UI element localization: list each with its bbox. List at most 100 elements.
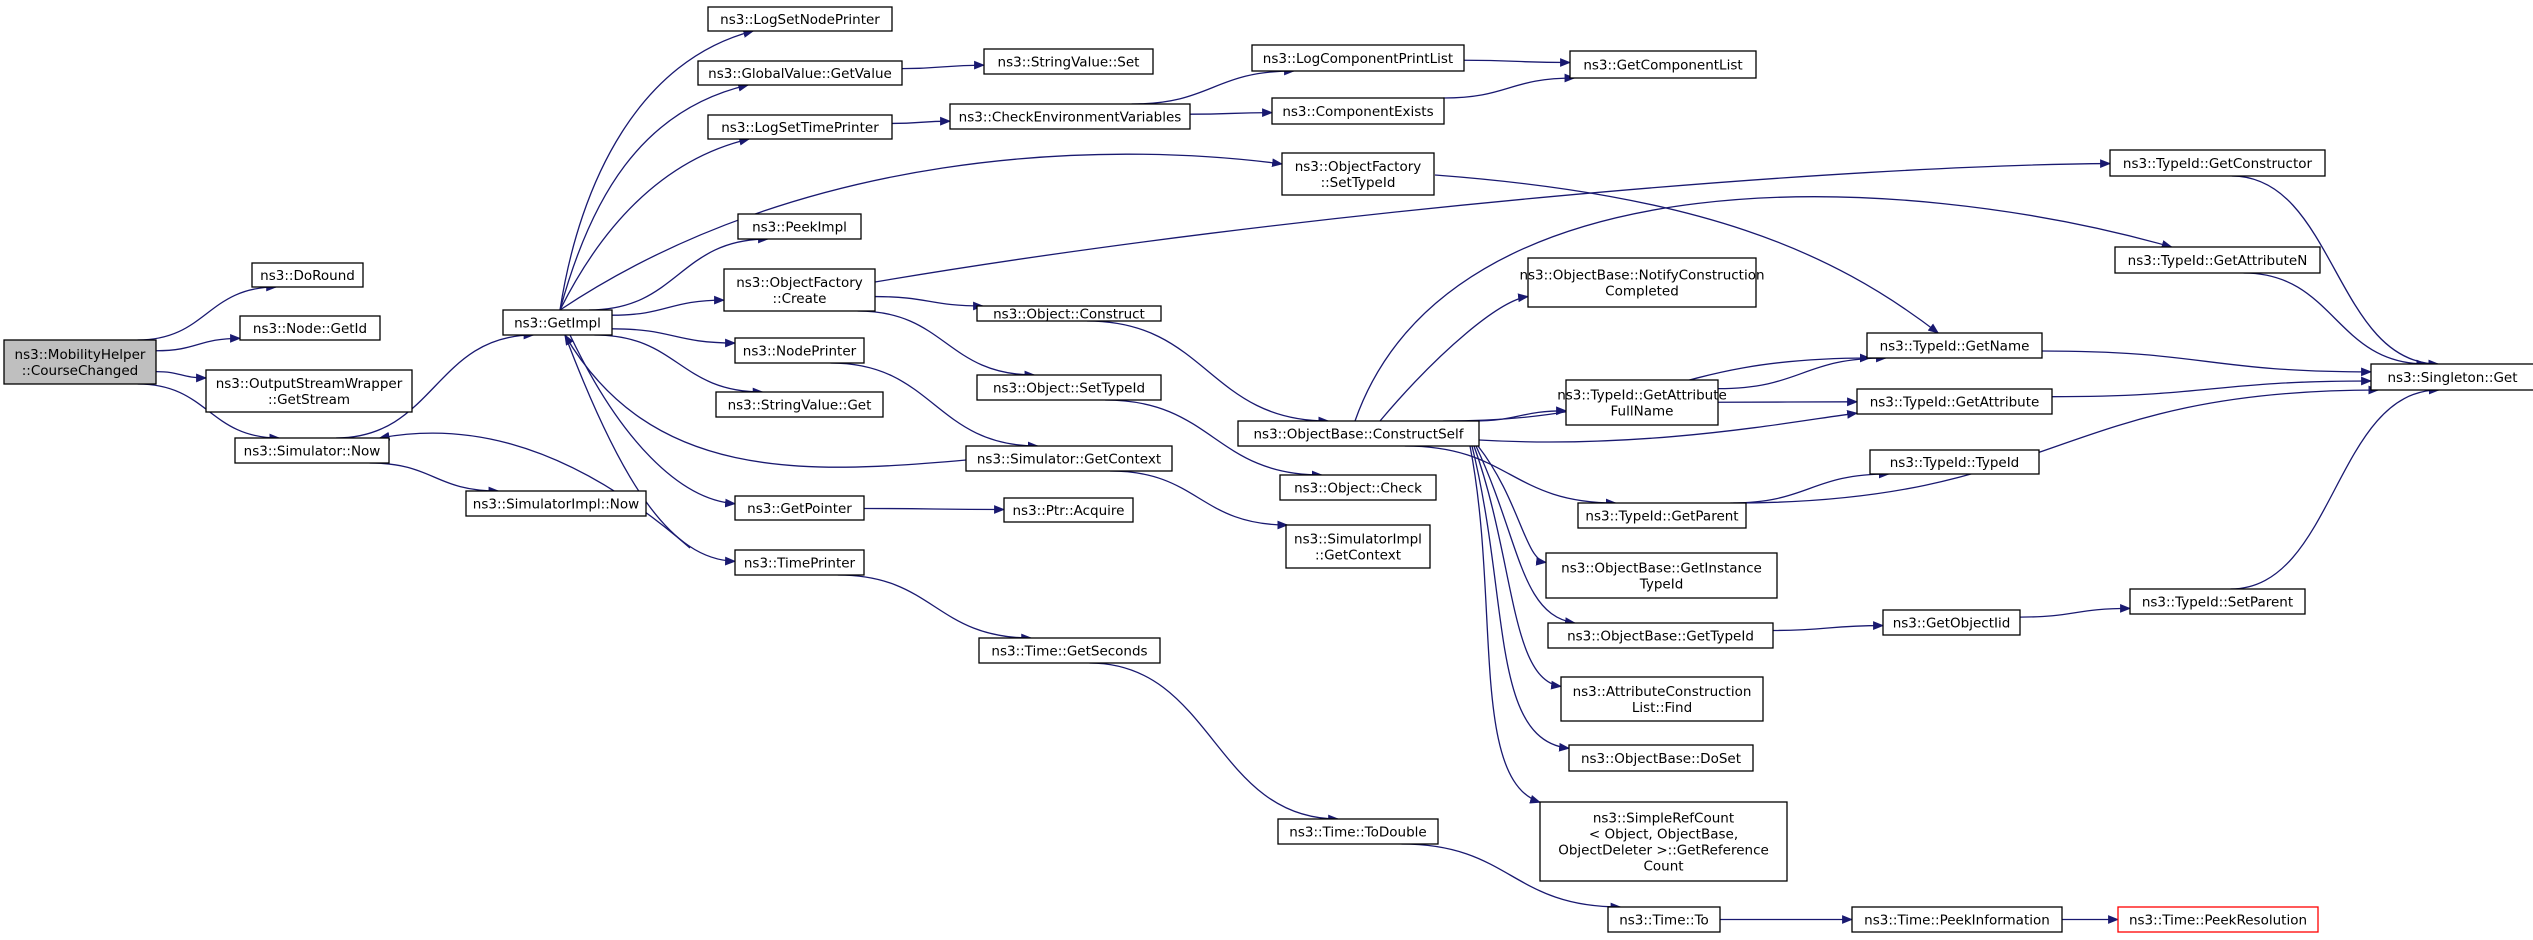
graph-node[interactable]: ns3::GetPointer (734, 495, 865, 521)
node-label: Count (1643, 859, 1683, 875)
graph-node[interactable]: ns3::ComponentExists (1271, 97, 1445, 125)
node-label: ::GetContext (1315, 548, 1401, 564)
graph-node[interactable]: ns3::Ptr::Acquire (1003, 497, 1134, 523)
graph-node[interactable]: ns3::ObjectBase::GetTypeId (1547, 622, 1774, 649)
node-label: ns3::StringValue::Set (998, 55, 1140, 71)
node-box (1565, 379, 1719, 426)
graph-node[interactable]: ns3::LogSetNodePrinter (707, 6, 893, 32)
edge-n5-n15 (564, 334, 737, 566)
graph-node[interactable]: ns3::TypeId::GetName (1866, 332, 2043, 359)
graph-node[interactable]: ns3::StringValue::Get (715, 391, 884, 418)
graph-node[interactable]: ns3::PeekImpl (737, 213, 862, 240)
graph-node[interactable]: ns3::Singleton::Get (2370, 363, 2533, 391)
graph-node[interactable]: ns3::TypeId::TypeId (1869, 449, 2040, 475)
node-box (1281, 152, 1435, 196)
node-box (1251, 44, 1465, 72)
edge-n23-n30 (1463, 58, 1572, 67)
node-label: ns3::Singleton::Get (2387, 370, 2517, 386)
node-label: ns3::Simulator::Now (244, 444, 381, 460)
graph-node[interactable]: ns3::GetObjectIid (1882, 609, 2021, 636)
graph-node[interactable]: ns3::TypeId::GetParent (1577, 502, 1747, 529)
node-label: < Object, ObjectBase, (1589, 827, 1738, 843)
edge-n15-n22 (837, 574, 1033, 643)
graph-node[interactable]: ns3::Node::GetId (239, 315, 381, 341)
node-label: ns3::AttributeConstruction (1573, 684, 1752, 700)
node-label: ns3::ObjectBase::ConstructSelf (1254, 427, 1465, 443)
graph-node[interactable]: ns3::DoRound (251, 262, 364, 288)
graph-node[interactable]: ns3::LogComponentPrintList (1251, 44, 1465, 72)
node-box (707, 6, 893, 32)
graph-node[interactable]: ns3::GetImpl (502, 309, 613, 336)
edge-n29-n39 (1401, 843, 1622, 912)
graph-node[interactable]: ns3::ObjectBase::ConstructSelf (1237, 420, 1480, 447)
node-label: ns3::GetComponentList (1583, 58, 1742, 74)
node-label: ns3::SimulatorImpl::Now (473, 497, 639, 513)
graph-node[interactable]: ns3::GlobalValue::GetValue (697, 60, 903, 86)
graph-node[interactable]: ns3::Time::PeekResolution (2117, 906, 2319, 933)
node-label: ns3::TypeId::TypeId (1890, 455, 2020, 471)
node-label: ns3::Time::PeekInformation (1864, 913, 2050, 929)
node-box (1547, 622, 1774, 649)
graph-node[interactable]: ns3::ObjectBase::NotifyConstructionCompl… (1519, 257, 1765, 308)
node-box (983, 48, 1154, 75)
node-box (978, 637, 1161, 664)
graph-node[interactable]: ns3::Time::PeekInformation (1851, 906, 2063, 933)
node-label: ns3::Time::PeekResolution (2129, 913, 2307, 929)
node-box (976, 374, 1162, 401)
graph-node[interactable]: ns3::SimpleRefCount< Object, ObjectBase,… (1539, 801, 1788, 882)
node-label: ns3::ObjectBase::NotifyConstruction (1519, 268, 1764, 284)
graph-node[interactable]: ns3::TypeId::GetAttribute (1856, 388, 2053, 415)
graph-node[interactable]: ns3::SimulatorImpl::GetContext (1285, 524, 1431, 569)
graph-node[interactable]: ns3::Simulator::GetContext (965, 445, 1173, 472)
graph-node[interactable]: ns3::TypeId::GetAttributeN (2114, 246, 2321, 274)
graph-node[interactable]: ns3::ObjectBase::DoSet (1568, 744, 1754, 772)
node-box (2117, 906, 2319, 933)
graph-node[interactable]: ns3::TypeId::GetConstructor (2109, 149, 2326, 177)
graph-node[interactable]: ns3::Time::ToDouble (1277, 818, 1439, 845)
graph-node[interactable]: ns3::Object::SetTypeId (976, 374, 1162, 401)
node-box (976, 305, 1162, 322)
edge-n33-n42 (1730, 469, 1890, 504)
graph-node[interactable]: ns3::CheckEnvironmentVariables (949, 103, 1191, 130)
node-box (949, 103, 1191, 130)
graph-node[interactable]: ns3::Simulator::Now (234, 437, 390, 464)
graph-node[interactable]: ns3::StringValue::Set (983, 48, 1154, 75)
graph-node[interactable]: ns3::OutputStreamWrapper::GetStream (205, 369, 413, 413)
node-box (2114, 246, 2321, 274)
node-box (1539, 801, 1788, 882)
node-label: ns3::LogComponentPrintList (1263, 51, 1453, 67)
graph-node[interactable]: ns3::SimulatorImpl::Now (465, 490, 647, 517)
edge-n0-n1 (137, 282, 278, 341)
graph-node[interactable]: ns3::Time::GetSeconds (978, 637, 1161, 664)
graph-node[interactable]: ns3::ObjectFactory::Create (723, 268, 876, 312)
graph-node[interactable]: ns3::TimePrinter (734, 549, 865, 576)
node-label: ns3::Object::SetTypeId (993, 381, 1145, 397)
graph-node[interactable]: ns3::Object::Check (1279, 474, 1437, 501)
node-label: Completed (1605, 284, 1679, 300)
node-label: ns3::DoRound (260, 268, 355, 284)
graph-node[interactable]: ns3::ObjectFactory::SetTypeId (1281, 152, 1435, 196)
node-box (734, 337, 865, 364)
edge-n5-n12 (611, 328, 737, 348)
node-label: ns3::TypeId::GetName (1880, 339, 2030, 355)
node-box (1527, 257, 1757, 308)
graph-node[interactable]: ns3::TypeId::SetParent (2129, 588, 2306, 615)
graph-node[interactable]: ns3::MobilityHelper::CourseChanged (3, 339, 157, 385)
graph-node[interactable]: ns3::GetComponentList (1569, 50, 1757, 79)
graph-node[interactable]: ns3::Object::Construct (976, 305, 1162, 323)
node-label: ns3::NodePrinter (743, 344, 857, 360)
graph-node[interactable]: ns3::LogSetTimePrinter (707, 114, 893, 140)
edge-n26-n33 (1404, 445, 1617, 508)
edge-n11-n18 (874, 295, 985, 311)
node-label: ns3::TypeId::GetConstructor (2123, 156, 2313, 172)
node-box (1869, 449, 2040, 475)
graph-node[interactable]: ns3::Time::To (1607, 906, 1721, 933)
graph-node[interactable]: ns3::NodePrinter (734, 337, 865, 364)
edge-n4-n6 (369, 462, 500, 496)
node-box (1271, 97, 1445, 125)
node-box (1856, 388, 2053, 415)
node-label: ::SetTypeId (1321, 175, 1396, 191)
